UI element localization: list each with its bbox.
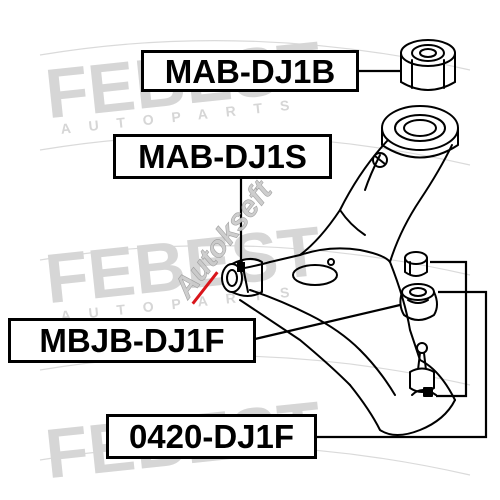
leader-bracket-top bbox=[430, 260, 468, 294]
dust-boot-drawing bbox=[404, 251, 428, 277]
part-label-mab-dj1b: MAB-DJ1B bbox=[141, 50, 359, 92]
leader-lines bbox=[239, 69, 488, 439]
leader-0420-dj1f bbox=[316, 290, 488, 439]
part-label-mbjb-dj1f: MBJB-DJ1F bbox=[8, 318, 256, 363]
part-label-0420-dj1f: 0420-DJ1F bbox=[106, 414, 317, 459]
control-arm-body bbox=[234, 105, 459, 436]
leader-bracket-mid bbox=[436, 292, 468, 398]
boot-drawing bbox=[399, 283, 438, 321]
overlay-watermark-stroke bbox=[191, 271, 219, 305]
leader-mbjb-dj1f bbox=[254, 303, 401, 341]
bushing-part-drawing bbox=[400, 39, 456, 91]
part-label-mab-dj1s: MAB-DJ1S bbox=[113, 134, 332, 179]
leader-dots bbox=[237, 262, 245, 272]
ball-joint-drawing bbox=[409, 342, 437, 397]
